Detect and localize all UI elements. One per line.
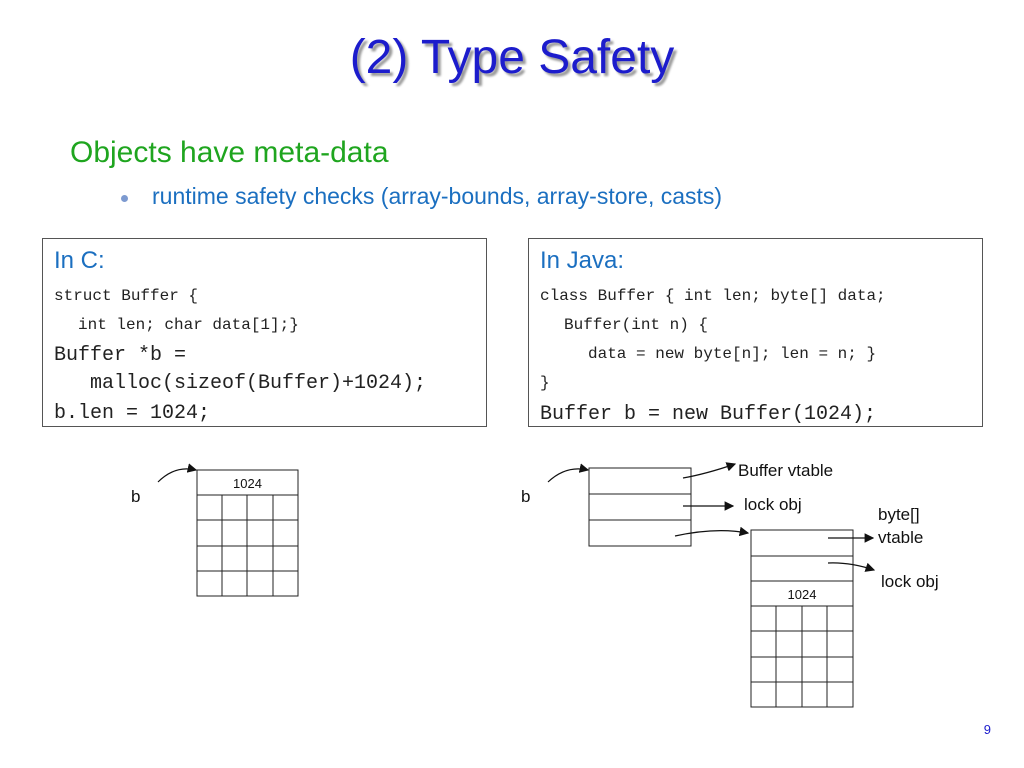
java-pointer-label: b — [521, 487, 530, 506]
c-code-line-3: Buffer *b = — [54, 344, 187, 367]
lock-obj-label: lock obj — [744, 495, 802, 514]
buffer-vtable-label: Buffer vtable — [738, 461, 833, 480]
bullet-dot-icon — [121, 195, 128, 202]
java-buffer-diagram: b Buffer vtable lock obj byte[] vtable l… — [521, 461, 939, 708]
c-code-line-5: b.len = 1024; — [54, 402, 211, 425]
c-box-title: In C: — [54, 247, 105, 274]
bullet-text: runtime safety checks (array-bounds, arr… — [152, 183, 723, 209]
data-array-arrow — [674, 526, 750, 537]
array-vtable-label: vtable — [878, 528, 923, 547]
buffer-vtable-arrow — [682, 462, 737, 479]
java-code-box: In Java: class Buffer { int len; byte[] … — [528, 238, 983, 427]
java-buffer-object — [588, 467, 692, 547]
java-code-line-5: Buffer b = new Buffer(1024); — [540, 403, 877, 426]
c-code-line-4: malloc(sizeof(Buffer)+1024); — [90, 372, 427, 395]
java-pointer-arrow — [547, 463, 590, 483]
array-type-label: byte[] — [878, 505, 920, 524]
java-code-line-3: data = new byte[n]; len = n; } — [588, 345, 877, 363]
c-code-box: In C: struct Buffer { int len; char data… — [42, 238, 487, 427]
slide-heading: Objects have meta-data — [70, 136, 389, 169]
c-code-line-2: int len; char data[1];} — [78, 316, 299, 334]
java-code-line-2: Buffer(int n) { — [564, 316, 709, 334]
c-pointer-arrow — [157, 463, 198, 483]
slide-title: (2) Type Safety — [349, 31, 675, 84]
java-array-length-value: 1024 — [788, 587, 817, 602]
c-buffer-diagram: b 1024 — [131, 463, 299, 597]
array-lock-obj-arrow — [827, 562, 876, 572]
java-code-line-1: class Buffer { int len; byte[] data; — [540, 287, 886, 305]
c-length-value: 1024 — [233, 476, 262, 491]
java-code-line-4: } — [540, 374, 550, 392]
c-code-line-1: struct Buffer { — [54, 287, 199, 305]
array-lock-obj-label: lock obj — [881, 572, 939, 591]
java-box-title: In Java: — [540, 247, 625, 274]
c-pointer-label: b — [131, 487, 140, 506]
page-number: 9 — [983, 722, 991, 737]
